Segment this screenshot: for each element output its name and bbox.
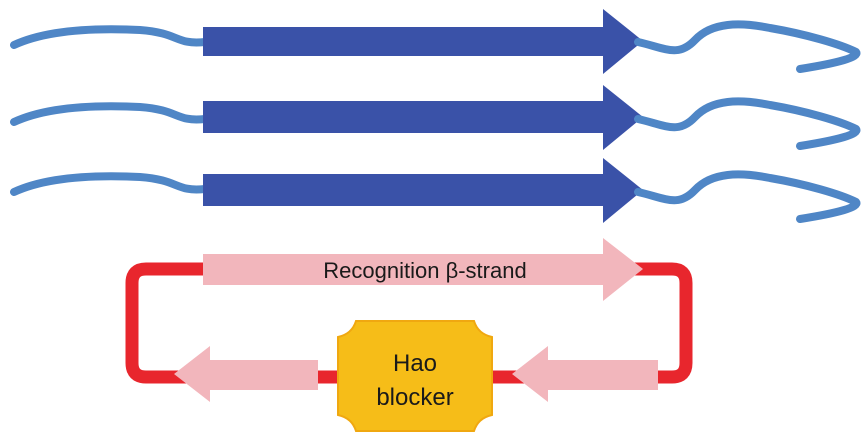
strand-arrow-1 bbox=[203, 9, 643, 74]
coil-right-3 bbox=[634, 170, 861, 223]
hao-blocker-label-line1: Hao bbox=[393, 350, 437, 377]
recognition-strand-label: Recognition β-strand bbox=[323, 258, 526, 283]
hao-strand-arrow-left bbox=[174, 346, 318, 402]
coil-right-1 bbox=[634, 20, 861, 73]
recognition-strand-arrow bbox=[203, 238, 643, 301]
coil-right-2 bbox=[634, 97, 861, 150]
beta-strand-3 bbox=[10, 158, 861, 223]
strand-arrow-3 bbox=[203, 158, 643, 223]
hao-blocker-shape bbox=[337, 320, 493, 432]
linker-loop bbox=[125, 262, 693, 384]
beta-sheet bbox=[10, 9, 861, 223]
coil-left-2 bbox=[10, 102, 209, 126]
hao-strand-arrow-right bbox=[512, 346, 658, 402]
hao-blocker: Hao blocker bbox=[337, 320, 493, 432]
macrocycle: Recognition β-strand Hao blocker bbox=[125, 238, 693, 432]
coil-left-1 bbox=[10, 25, 209, 49]
coil-left-3 bbox=[10, 172, 209, 196]
beta-strand-2 bbox=[10, 85, 861, 150]
beta-strand-1 bbox=[10, 9, 861, 74]
strand-arrow-2 bbox=[203, 85, 643, 150]
hao-blocker-label-line2: blocker bbox=[376, 384, 453, 411]
